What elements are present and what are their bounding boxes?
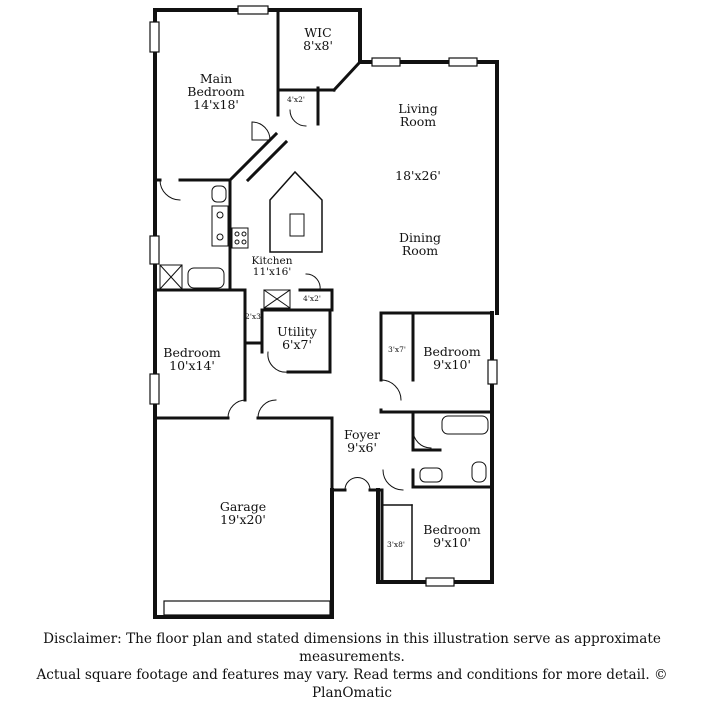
garage-size: 19'x20' xyxy=(220,512,266,528)
disclaimer: Disclaimer: The floor plan and stated di… xyxy=(0,630,704,702)
foyer-name: Foyer xyxy=(344,427,380,442)
bedroom-right-top-name: Bedroom xyxy=(423,344,481,359)
interior-walls xyxy=(153,8,494,584)
disclaimer-line-1: Disclaimer: The floor plan and stated di… xyxy=(43,631,661,665)
utility-label: Utility 6'x7' xyxy=(277,325,317,351)
main-bedroom-name: Main Bedroom xyxy=(187,71,245,100)
linen-size: 2'x3' xyxy=(245,312,263,321)
dining-room-label: Dining Room xyxy=(399,231,441,257)
windows xyxy=(149,5,498,616)
wic-name: WIC xyxy=(304,25,332,40)
utility-size: 6'x7' xyxy=(282,337,312,353)
bedroom-right-bottom-name: Bedroom xyxy=(423,522,481,537)
main-bedroom-size: 14'x18' xyxy=(193,97,239,113)
garage-label: Garage 19'x20' xyxy=(220,500,266,526)
utility-name: Utility xyxy=(277,324,317,339)
main-closet-size: 4'x2' xyxy=(287,95,305,104)
kitchen-label: Kitchen 11'x16' xyxy=(251,255,293,279)
fixtures xyxy=(159,185,489,483)
closet-right-bottom-size: 3'x8' xyxy=(387,540,405,549)
bedroom-left-label: Bedroom 10'x14' xyxy=(163,346,220,372)
foyer-size: 9'x6' xyxy=(347,440,377,456)
doors xyxy=(159,109,432,491)
bedroom-right-top-label: Bedroom 9'x10' xyxy=(423,345,480,371)
kitchen-name: Kitchen xyxy=(251,255,293,267)
bedroom-left-size: 10'x14' xyxy=(169,358,215,374)
living-room-name: Living Room xyxy=(398,101,438,130)
disclaimer-line-2: Actual square footage and features may v… xyxy=(36,667,668,701)
living-dining-size: 18'x26' xyxy=(395,168,441,183)
floor-plan xyxy=(149,5,499,619)
bedroom-right-top-size: 9'x10' xyxy=(433,357,471,373)
foyer-label: Foyer 9'x6' xyxy=(344,428,380,454)
bedroom-left-name: Bedroom xyxy=(163,345,221,360)
garage-name: Garage xyxy=(219,499,267,514)
living-room-label: Living Room xyxy=(398,102,437,128)
dining-room-name: Dining Room xyxy=(398,230,442,259)
wic-size: 8'x8' xyxy=(303,38,333,54)
kitchen-size: 11'x16' xyxy=(252,266,292,279)
closet-right-top-size: 3'x7' xyxy=(388,345,406,354)
main-bedroom-label: Main Bedroom 14'x18' xyxy=(187,71,245,113)
bedroom-right-bottom-size: 9'x10' xyxy=(433,535,471,551)
wic-label: WIC 8'x8' xyxy=(303,26,333,52)
bedroom-right-bottom-label: Bedroom 9'x10' xyxy=(423,523,480,549)
pantry-size: 4'x2' xyxy=(303,294,321,303)
